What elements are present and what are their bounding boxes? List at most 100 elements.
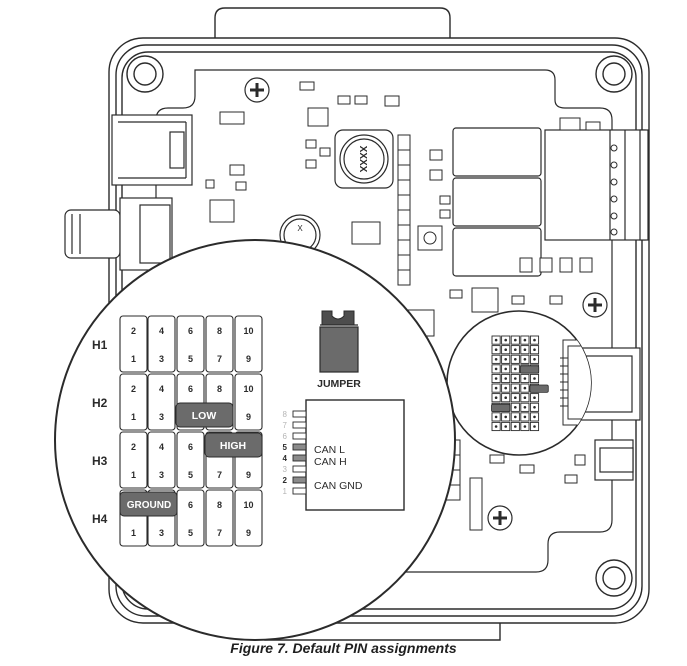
mini-pin-dot xyxy=(523,358,527,361)
figure-caption: Figure 7. Default PIN assignments xyxy=(230,640,457,656)
header-pin-cell xyxy=(205,489,234,547)
chip-label: XXXX xyxy=(357,146,368,173)
connector-pin-number: 2 xyxy=(283,476,288,485)
connector-pin xyxy=(292,443,307,451)
mini-pin-dot xyxy=(533,377,536,380)
pin-number: 9 xyxy=(246,412,251,422)
connector-pin-number: 3 xyxy=(283,465,288,474)
connector-pin-number: 5 xyxy=(283,443,288,452)
header-pin-cell xyxy=(176,489,205,547)
mini-pin-dot xyxy=(533,425,536,428)
mini-pin-dot xyxy=(533,415,536,419)
mini-pin-dot xyxy=(514,425,517,428)
mini-pin-dot xyxy=(504,386,508,390)
header-pin-cell xyxy=(147,431,176,489)
pin-number: 4 xyxy=(159,326,164,336)
jumper-low: LOW xyxy=(175,402,234,428)
header-pin-cell xyxy=(234,315,263,373)
mini-pin-dot xyxy=(514,338,517,342)
pin-number: 5 xyxy=(188,354,193,364)
mini-pin-dot xyxy=(514,358,517,361)
pin-number: 2 xyxy=(131,326,136,336)
connector-pin xyxy=(292,476,307,484)
mini-pin-dot xyxy=(533,406,536,409)
jumper-ground: GROUND xyxy=(119,491,178,517)
mini-pin-dot xyxy=(523,425,527,428)
header-pin-cell xyxy=(205,315,234,373)
jumper-high: HIGH xyxy=(204,432,263,458)
connector-pin-number: 1 xyxy=(283,487,288,496)
pin-number: 8 xyxy=(217,384,222,394)
pin-number: 7 xyxy=(217,470,222,480)
ethernet-port xyxy=(111,114,193,186)
mini-pin-dot xyxy=(504,348,508,352)
header-pin-cell xyxy=(119,373,148,431)
mini-pin-dot xyxy=(504,377,508,380)
pin-number: 4 xyxy=(159,442,164,452)
pin-number: 2 xyxy=(131,384,136,394)
pin-number: 4 xyxy=(159,384,164,394)
smd-components xyxy=(205,81,601,484)
mini-pin-dot xyxy=(504,338,508,342)
pin-number: 3 xyxy=(159,528,164,538)
connector-pin-number: 7 xyxy=(283,421,288,430)
mini-jumper xyxy=(519,365,540,374)
header-pin-cell xyxy=(234,373,263,431)
usb-port xyxy=(594,439,634,481)
pin-number: 9 xyxy=(246,354,251,364)
pin-number: 1 xyxy=(131,528,136,538)
jumper-icon xyxy=(319,310,359,373)
mini-pin-dot xyxy=(523,415,527,419)
relay-block xyxy=(452,127,649,277)
pin-number: 2 xyxy=(131,442,136,452)
can-h-label: CAN H xyxy=(314,456,347,468)
can-connector-box xyxy=(305,399,405,511)
pin-number: 8 xyxy=(217,326,222,336)
mini-pin-dot xyxy=(494,348,498,352)
mini-pin-dot xyxy=(504,367,508,371)
pin-number: 7 xyxy=(217,354,222,364)
mini-pin-dot xyxy=(533,358,536,361)
dc-jack xyxy=(64,197,173,271)
connector-pin-number: 6 xyxy=(283,432,288,441)
pin-number: 3 xyxy=(159,470,164,480)
mini-pin-dot xyxy=(523,386,527,390)
connector-pin xyxy=(292,421,307,429)
mini-pin-dot xyxy=(494,338,498,342)
mini-pin-dot xyxy=(523,396,527,400)
header-row-label: H1 xyxy=(92,338,108,352)
mini-pin-dot xyxy=(514,415,517,419)
pin-number: 6 xyxy=(188,442,193,452)
magnifier-large: 2143658710921436587109214365871092143658… xyxy=(54,239,456,641)
header-pin-cell xyxy=(119,315,148,373)
connector-pin-number: 4 xyxy=(283,454,288,463)
mini-pin-dot xyxy=(494,386,498,390)
connector-pin xyxy=(292,432,307,440)
mini-pin-dot xyxy=(504,358,508,361)
header-row-label: H2 xyxy=(92,396,108,410)
header-pin-cell xyxy=(119,431,148,489)
mini-pin-dot xyxy=(494,377,498,380)
inductor xyxy=(334,129,394,189)
mini-pin-dot xyxy=(523,406,527,409)
mini-pin-dot xyxy=(514,377,517,380)
mini-pin-dot xyxy=(514,406,517,409)
mini-pin-dot xyxy=(514,348,517,352)
mini-pin-dot xyxy=(523,348,527,352)
connector-pin xyxy=(292,487,307,495)
pin-number: 1 xyxy=(131,412,136,422)
mini-pin-grid xyxy=(491,335,549,432)
vendor-label: X xyxy=(297,224,303,233)
mini-pin-dot xyxy=(523,338,527,342)
jumper-low-label: LOW xyxy=(192,410,217,422)
header-row-label: H3 xyxy=(92,454,108,468)
pin-number: 6 xyxy=(188,384,193,394)
header-pin-cell xyxy=(147,373,176,431)
jumper-high-label: HIGH xyxy=(220,440,246,452)
pin-number: 5 xyxy=(188,528,193,538)
mini-pin-dot xyxy=(514,367,517,371)
screw-icon xyxy=(244,77,608,531)
pin-number: 6 xyxy=(188,500,193,510)
